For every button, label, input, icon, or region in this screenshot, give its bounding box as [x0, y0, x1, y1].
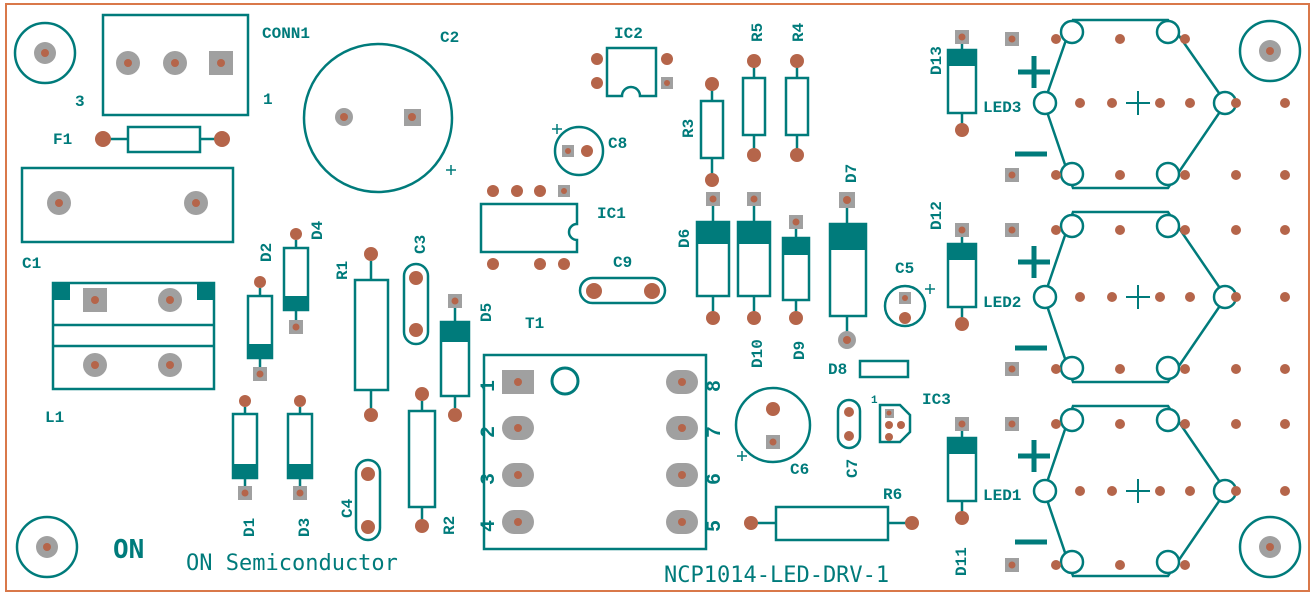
c4-label: C4: [339, 498, 357, 518]
ic1-label: IC1: [597, 205, 626, 223]
led1-footprint: [1015, 404, 1238, 578]
t1-pin1-label: 1: [478, 380, 501, 392]
c9-footprint: [578, 276, 667, 305]
conn1-pin3-label: 3: [75, 93, 85, 111]
f1-label: F1: [53, 131, 72, 149]
ic2-footprint: [591, 46, 673, 98]
board-outline: [5, 3, 1310, 592]
conn1-label: CONN1: [262, 25, 310, 43]
t1-footprint: [482, 353, 708, 551]
t1-label: T1: [525, 315, 544, 333]
d8-label: D8: [828, 361, 847, 379]
d6-label: D6: [676, 229, 694, 248]
r1-footprint: [353, 247, 390, 422]
c7-footprint: [836, 398, 862, 450]
d11-label: D11: [953, 547, 971, 576]
mounting-hole-bottom-right: [1238, 515, 1302, 579]
d13-footprint: [946, 30, 978, 137]
r6-footprint: [744, 505, 919, 542]
d6-footprint: [695, 192, 731, 325]
t1-pin3-label: 3: [478, 473, 501, 485]
ic3-label: IC3: [922, 391, 951, 409]
ic2-label: IC2: [614, 25, 643, 43]
c8-footprint: [552, 124, 605, 177]
d7-footprint: [828, 192, 868, 349]
d11-footprint: [946, 417, 978, 525]
r2-footprint: [407, 387, 437, 533]
t1-pin8-label: 8: [704, 380, 727, 392]
r3-label: R3: [680, 119, 698, 138]
led-pad-grid: [1005, 32, 1290, 572]
c5-footprint: [883, 284, 935, 328]
l1-label: L1: [45, 409, 64, 427]
d1-label: D1: [241, 518, 259, 537]
d12-footprint: [946, 223, 978, 331]
ic3-footprint: [878, 403, 912, 444]
c2-label: C2: [440, 29, 459, 47]
r5-footprint: [741, 54, 767, 162]
l1-footprint: [51, 281, 216, 391]
d3-label: D3: [296, 518, 314, 537]
c9-label: C9: [613, 254, 632, 272]
r5-label: R5: [749, 23, 767, 42]
mounting-hole-top-right: [1238, 19, 1302, 83]
led3-footprint: [1015, 18, 1238, 190]
d2-label: D2: [258, 243, 276, 262]
on-logo: ON: [113, 535, 144, 565]
conn1-footprint: [101, 13, 250, 117]
c2-footprint: [302, 42, 456, 194]
led3-label: LED3: [983, 99, 1021, 117]
d8-footprint: [858, 359, 910, 379]
company-name: ON Semiconductor: [186, 551, 398, 576]
r4-footprint: [784, 54, 810, 162]
ic3-pin1-label: 1: [871, 395, 878, 407]
d4-label: D4: [309, 220, 327, 240]
r4-label: R4: [790, 22, 808, 42]
d7-label: D7: [843, 164, 861, 183]
d1-footprint: [231, 395, 259, 500]
led1-label: LED1: [983, 487, 1021, 505]
d2-footprint: [246, 276, 274, 381]
r1-label: R1: [334, 261, 352, 280]
d12-label: D12: [928, 201, 946, 230]
ic1-footprint: [479, 185, 579, 270]
conn1-pin1-label: 1: [263, 91, 273, 109]
led2-label: LED2: [983, 294, 1021, 312]
c3-footprint: [402, 262, 430, 346]
d9-footprint: [781, 215, 811, 325]
c6-footprint: [734, 386, 812, 464]
t1-pin6-label: 6: [704, 473, 727, 485]
d10-label: D10: [749, 339, 767, 368]
r2-label: R2: [441, 516, 459, 535]
c8-label: C8: [608, 135, 627, 153]
t1-pin2-label: 2: [478, 426, 501, 438]
d13-label: D13: [928, 46, 946, 75]
f1-footprint: [95, 125, 230, 154]
c3-label: C3: [412, 235, 430, 254]
r6-label: R6: [883, 486, 902, 504]
d9-label: D9: [791, 341, 809, 360]
d5-label: D5: [478, 303, 496, 322]
t1-pin4-label: 4: [478, 520, 501, 532]
c1-label: C1: [22, 255, 41, 273]
d5-footprint: [439, 294, 471, 422]
mounting-hole-bottom-left: [15, 515, 79, 579]
board-name: NCP1014-LED-DRV-1: [664, 563, 889, 588]
c1-footprint: [20, 166, 235, 244]
led2-footprint: [1015, 210, 1238, 384]
r3-footprint: [699, 77, 725, 187]
t1-pin5-label: 5: [704, 520, 727, 532]
c7-label: C7: [844, 459, 862, 478]
d3-footprint: [286, 395, 314, 500]
d4-footprint: [282, 228, 310, 334]
c5-label: C5: [895, 260, 914, 278]
c6-label: C6: [790, 461, 809, 479]
c4-footprint: [354, 458, 382, 542]
mounting-hole-top-left: [13, 21, 77, 85]
d10-footprint: [736, 192, 772, 325]
t1-pin7-label: 7: [704, 426, 727, 438]
